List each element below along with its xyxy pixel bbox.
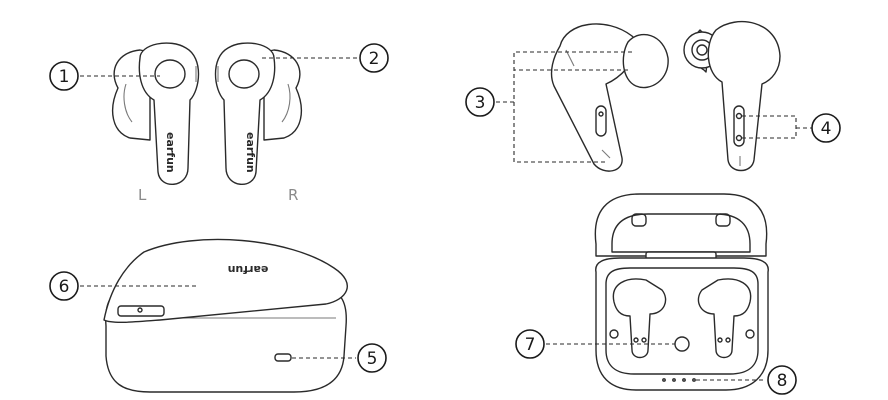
callout-8: 8 — [767, 365, 797, 395]
svg-text:4: 4 — [821, 119, 832, 139]
svg-text:2: 2 — [369, 49, 380, 69]
earbud-right-front: earfun R — [214, 42, 303, 204]
charging-case-open — [594, 193, 769, 391]
brand-label-right: earfun — [244, 132, 257, 173]
earbud-back-view — [683, 20, 781, 172]
earbud-side-view — [550, 23, 669, 172]
svg-text:8: 8 — [777, 371, 788, 391]
charging-case-closed: earfun — [103, 238, 348, 393]
callout-5: 5 — [357, 343, 387, 373]
callout-2: 2 — [359, 43, 389, 73]
side-label-left: L — [138, 186, 147, 204]
side-label-right: R — [288, 186, 298, 204]
svg-text:6: 6 — [59, 277, 70, 297]
svg-text:3: 3 — [475, 93, 486, 113]
svg-text:1: 1 — [59, 67, 70, 87]
svg-text:5: 5 — [367, 349, 378, 369]
callout-1: 1 — [49, 61, 79, 91]
brand-label-left: earfun — [164, 132, 177, 173]
earbud-left-front: earfun L — [111, 42, 200, 204]
callout-7: 7 — [515, 329, 545, 359]
callout-4: 4 — [811, 113, 841, 143]
brand-label-case: earfun — [228, 263, 269, 276]
callout-3: 3 — [465, 87, 495, 117]
callout-6: 6 — [49, 271, 79, 301]
svg-text:7: 7 — [525, 335, 536, 355]
